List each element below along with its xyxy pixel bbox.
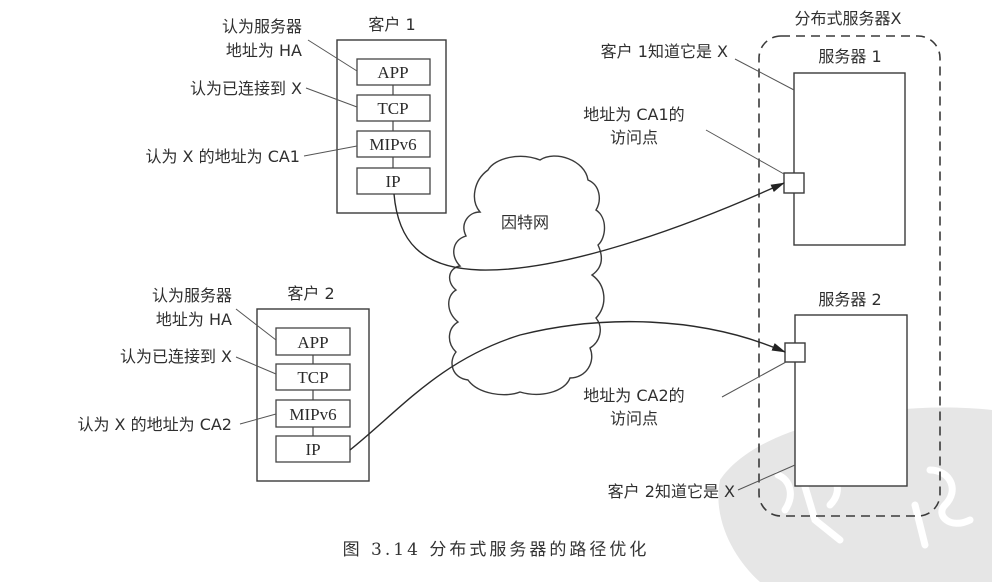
server2-knows-leader — [737, 464, 796, 491]
server1-ap-leader — [705, 129, 785, 175]
server2-access-point — [784, 342, 806, 363]
client1-layer-mipv6-label: MIPv6 — [369, 135, 416, 154]
server2-title: 服务器 2 — [818, 290, 881, 309]
client2-layer-app-label: APP — [297, 333, 328, 352]
client2-app-note-line1: 认为服务器 — [152, 286, 232, 305]
client2-tcp-note: 认为已连接到 X — [120, 347, 232, 366]
client1-layer-app-label: APP — [377, 63, 408, 82]
client2-app-leader — [235, 308, 277, 341]
server2-ap-label-line2: 访问点 — [610, 409, 658, 428]
server2-ap-leader — [721, 361, 787, 398]
client2-app-note-line2: 地址为 HA — [156, 310, 232, 329]
server-group-title: 分布式服务器X — [795, 9, 902, 28]
client2-layer-app: APP — [275, 327, 351, 356]
client2-layer-ip-label: IP — [305, 440, 320, 459]
client1-layer-app: APP — [356, 58, 431, 86]
server2-knows-label: 客户 2知道它是 X — [608, 482, 735, 501]
client2-layer-mipv6-label: MIPv6 — [289, 405, 336, 424]
server1-ap-label-line2: 访问点 — [610, 128, 658, 147]
client1-tcp-note: 认为已连接到 X — [190, 79, 302, 98]
client2-layer-ip: IP — [275, 435, 351, 463]
client1-layer-ip: IP — [356, 167, 431, 195]
client2-mip-note: 认为 X 的地址为 CA2 — [77, 415, 232, 434]
server1-knows-label: 客户 1知道它是 X — [601, 42, 728, 61]
client2-layer-tcp: TCP — [275, 363, 351, 391]
client2-mip-leader — [239, 413, 277, 425]
client2-to-server2-route — [349, 320, 786, 451]
distributed-server-boundary — [758, 35, 941, 517]
client1-layer-ip-label: IP — [385, 172, 400, 191]
internet-label: 因特网 — [501, 213, 549, 232]
client1-app-note-line1: 认为服务器 — [222, 17, 302, 36]
client1-mip-leader — [303, 145, 358, 157]
server1-ap-label-line1: 地址为 CA1的 — [583, 105, 684, 124]
internet-cloud — [448, 155, 606, 396]
figure-caption: 图 3.14 分布式服务器的路径优化 — [343, 540, 650, 560]
client1-app-leader — [307, 39, 358, 72]
client1-app-note-line2: 地址为 HA — [226, 41, 302, 60]
server1-box — [793, 72, 906, 246]
client2-title: 客户 2 — [287, 284, 334, 303]
server1-title: 服务器 1 — [818, 47, 881, 66]
client1-title: 客户 1 — [368, 15, 415, 34]
client2-tcp-leader — [235, 356, 277, 375]
client1-mip-note: 认为 X 的地址为 CA1 — [145, 147, 300, 166]
server1-knows-leader — [734, 58, 795, 91]
client1-tcp-leader — [305, 87, 358, 108]
client2-layer-tcp-label: TCP — [297, 368, 328, 387]
server1-access-point — [783, 172, 805, 194]
client1-to-server1-route — [393, 182, 785, 271]
client1-layer-tcp-label: TCP — [377, 99, 408, 118]
server2-ap-label-line1: 地址为 CA2的 — [583, 386, 684, 405]
client2-layer-mipv6: MIPv6 — [275, 399, 351, 428]
client1-layer-tcp: TCP — [356, 94, 431, 122]
client1-layer-mipv6: MIPv6 — [356, 130, 431, 158]
server2-box — [794, 314, 908, 487]
